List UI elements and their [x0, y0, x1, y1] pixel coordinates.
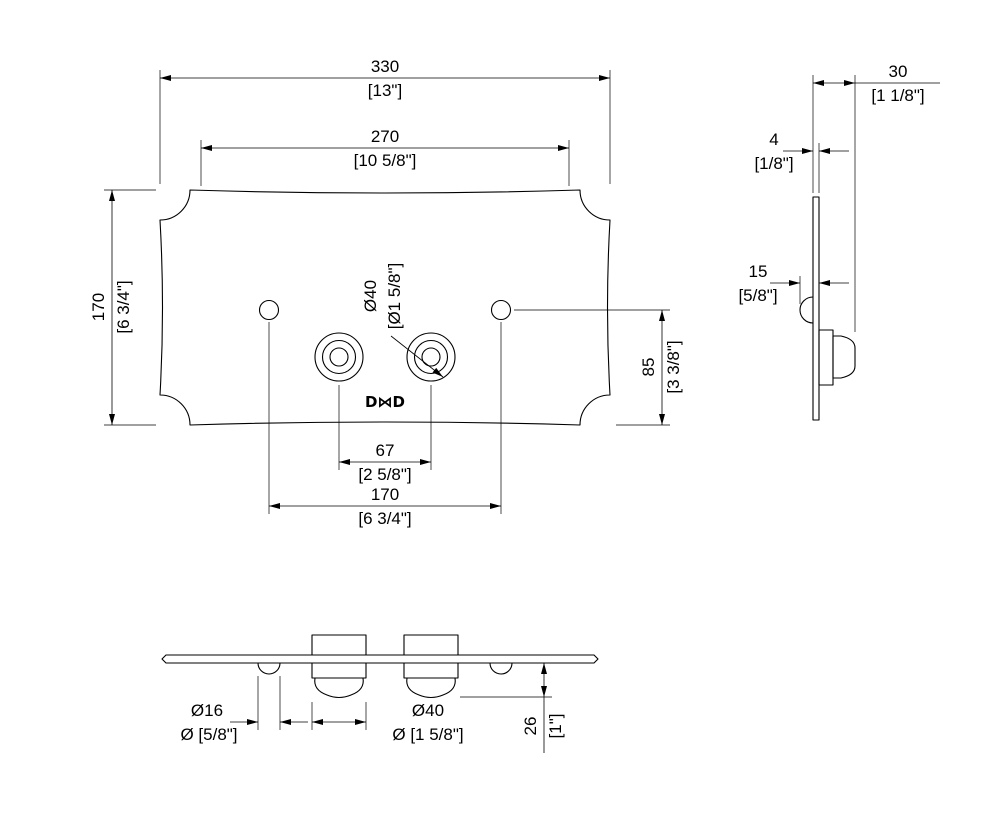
dim-total-depth-in: [1 1/8"]	[871, 86, 924, 105]
dim-overall-width-in: [13"]	[368, 81, 402, 100]
stud-bump-left	[257, 662, 281, 675]
knob-right-flange	[403, 662, 459, 679]
dim-knob-projection: 26 [1"]	[460, 662, 565, 753]
dim-total-depth-mm: 30	[889, 62, 908, 81]
dim-total-depth: 30 [1 1/8"]	[812, 62, 940, 332]
knob-boss-profile	[818, 329, 834, 386]
knob-left	[314, 332, 364, 382]
dim-inner-width-mm: 270	[371, 127, 399, 146]
dim-knob-centres-in: [2 5/8"]	[358, 465, 411, 484]
knob-right-boss-back	[403, 634, 459, 656]
knob-right-inner-ring	[421, 347, 441, 367]
knob-left-boss-back	[311, 634, 367, 656]
side-view: 30 [1 1/8"] 4 [1/8"] 15 [5/8"]	[738, 62, 940, 421]
knob-left-cap	[314, 677, 364, 699]
dim-hole-diameter-mm: Ø16	[191, 701, 223, 720]
bottom-view: Ø16 Ø [5/8"] Ø40 Ø [1 5/8"] 26 [1"]	[161, 634, 599, 753]
dim-knob-diameter-bottom-in: Ø [1 5/8"]	[392, 725, 463, 744]
dim-knob-diameter-mm: Ø40	[361, 280, 380, 312]
dim-hole-diameter: Ø16 Ø [5/8"]	[180, 676, 308, 744]
dim-knob-projection-mm: 26	[521, 717, 540, 736]
knob-left-inner-ring	[329, 347, 349, 367]
dim-knob-diameter-bottom-mm: Ø40	[412, 701, 444, 720]
mounting-hole-right	[490, 299, 512, 321]
dim-knob-diameter-bottom: Ø40 Ø [1 5/8"]	[311, 701, 464, 744]
dim-stud-projection-in: [5/8"]	[738, 286, 777, 305]
dim-inner-width-in: [10 5/8"]	[354, 151, 417, 170]
mounting-hole-left	[258, 299, 280, 321]
dim-knob-centres-mm: 67	[376, 441, 395, 460]
dim-hole-to-bottom-mm: 85	[639, 358, 658, 377]
knob-cap-profile	[832, 335, 856, 379]
plate-outline	[159, 189, 611, 426]
knob-right	[406, 332, 456, 382]
dim-plate-height-in: [6 3/4"]	[114, 280, 133, 333]
knob-right-cap	[406, 677, 456, 699]
dim-hole-centres-in: [6 3/4"]	[358, 509, 411, 528]
dim-hole-diameter-in: Ø [5/8"]	[180, 725, 237, 744]
dim-knob-diameter: Ø40 [Ø1 5/8"]	[361, 263, 444, 378]
dim-plate-thickness-mm: 4	[769, 130, 778, 149]
dim-stud-projection: 15 [5/8"]	[738, 262, 849, 305]
dim-plate-height-mm: 170	[89, 293, 108, 321]
dim-plate-thickness: 4 [1/8"]	[754, 130, 849, 193]
dim-knob-centres: 67 [2 5/8"]	[338, 385, 432, 484]
dim-stud-projection-mm: 15	[749, 262, 768, 281]
knob-left-flange	[311, 662, 367, 679]
dim-overall-width: 330 [13"]	[159, 57, 611, 184]
dim-hole-centres: 170 [6 3/4"]	[268, 322, 502, 528]
stud-bump-right	[489, 662, 513, 675]
dim-overall-width-mm: 330	[371, 57, 399, 76]
wall-stud-profile	[799, 296, 814, 324]
knob-left-mid-ring	[321, 339, 357, 375]
knob-right-mid-ring	[413, 339, 449, 375]
dim-inner-width: 270 [10 5/8"]	[200, 127, 570, 186]
dim-hole-centres-mm: 170	[371, 485, 399, 504]
brand-logo: D⋈D	[365, 393, 405, 411]
knob-right-outer-ring	[406, 332, 456, 382]
leader-line	[390, 335, 444, 378]
front-view: D⋈D 330 [13"] 270 [10 5/8"] 170 [6 3/4"]	[89, 57, 683, 528]
plate-section	[812, 196, 820, 421]
dim-knob-diameter-in: [Ø1 5/8"]	[385, 263, 404, 330]
knob-left-outer-ring	[314, 332, 364, 382]
dim-hole-to-bottom-in: [3 3/8"]	[664, 340, 683, 393]
plate-edge	[161, 654, 599, 664]
dim-hole-to-bottom: 85 [3 3/8"]	[514, 309, 683, 426]
dim-knob-projection-in: [1"]	[546, 714, 565, 739]
dim-plate-height: 170 [6 3/4"]	[89, 189, 156, 426]
dim-plate-thickness-in: [1/8"]	[754, 154, 793, 173]
